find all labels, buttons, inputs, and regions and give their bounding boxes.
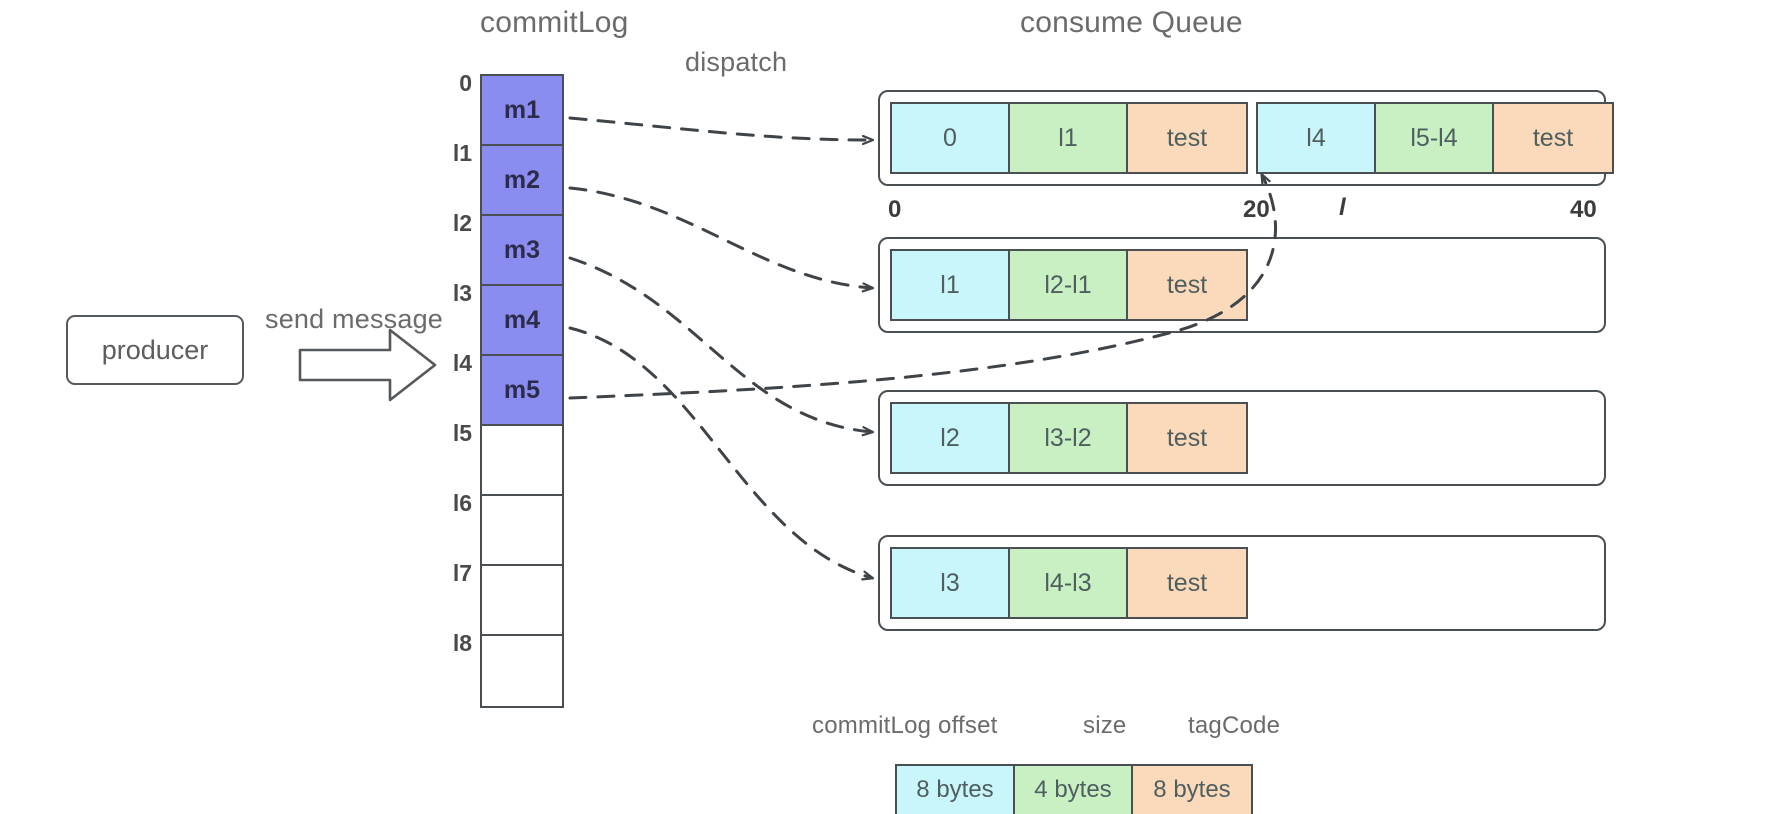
- commitlog-title: commitLog: [480, 6, 629, 39]
- consume-queue-3[interactable]: l3 l4-l3 test: [878, 535, 1606, 631]
- dispatch-arrow-m1: [568, 116, 872, 140]
- producer-label: producer: [101, 334, 209, 365]
- legend-cell-commitlog-offset: 8 bytes: [897, 766, 1015, 814]
- commitlog-column: m1 m2 m3 m4 m5: [480, 74, 564, 708]
- consume-queue-0[interactable]: 0 l1 test l4 l5-l4 test: [878, 90, 1614, 186]
- queue-2-g0-offset: l2: [892, 404, 1010, 472]
- commitlog-slot-empty-1[interactable]: [482, 426, 562, 496]
- commitlog-slot-empty-2[interactable]: [482, 496, 562, 566]
- commitlog-slot-m1[interactable]: m1: [482, 76, 562, 146]
- commitlog-offset-0: 0: [459, 70, 472, 96]
- queue-3-g0-offset: l3: [892, 549, 1010, 617]
- legend-strip: 8 bytes 4 bytes 8 bytes: [895, 764, 1253, 814]
- dispatch-label: dispatch: [685, 47, 788, 77]
- queue-1-g0-tag: test: [1128, 251, 1246, 319]
- legend-header-size: size: [1083, 712, 1127, 739]
- commitlog-slot-label: m3: [503, 235, 541, 264]
- producer-box[interactable]: producer: [66, 315, 244, 385]
- consume-queue-1[interactable]: l1 l2-l1 test: [878, 237, 1606, 333]
- queue-2-g0-tag: test: [1128, 404, 1246, 472]
- commitlog-slot-m4[interactable]: m4: [482, 286, 562, 356]
- queue-0-scale-0: 0: [888, 196, 902, 223]
- commitlog-offset-4: l4: [452, 350, 472, 376]
- send-message-arrow: [298, 328, 437, 402]
- legend-cell-size: 4 bytes: [1015, 766, 1133, 814]
- commitlog-slot-m3[interactable]: m3: [482, 216, 562, 286]
- commitlog-offset-5: l5: [452, 420, 472, 446]
- commitlog-slot-label: m4: [503, 305, 541, 334]
- commitlog-offset-3: l3: [452, 280, 472, 306]
- dispatch-arrow-m2: [568, 186, 872, 288]
- queue-3-group-0[interactable]: l3 l4-l3 test: [890, 547, 1248, 619]
- queue-1-group-0[interactable]: l1 l2-l1 test: [890, 249, 1248, 321]
- queue-0-g1-offset: l4: [1258, 104, 1376, 172]
- dispatch-arrow-m4: [568, 326, 872, 578]
- commitlog-offset-2: l2: [452, 210, 472, 236]
- queue-0-g0-offset: 0: [892, 104, 1010, 172]
- commitlog-slot-label: m1: [503, 95, 541, 124]
- commitlog-slot-empty-3[interactable]: [482, 566, 562, 636]
- queue-2-g0-size: l3-l2: [1010, 404, 1128, 472]
- commitlog-slot-label: m2: [503, 165, 541, 194]
- legend-header-tagcode: tagCode: [1188, 712, 1281, 739]
- queue-0-group-1[interactable]: l4 l5-l4 test: [1256, 102, 1614, 174]
- commitlog-slot-empty-4[interactable]: [482, 636, 562, 706]
- queue-0-g1-size: l5-l4: [1376, 104, 1494, 172]
- queue-1-g0-size: l2-l1: [1010, 251, 1128, 319]
- queue-0-scale-20: 20: [1243, 196, 1270, 223]
- legend-cell-tagcode: 8 bytes: [1133, 766, 1251, 814]
- queue-0-group-0[interactable]: 0 l1 test: [890, 102, 1248, 174]
- commitlog-offset-8: l8: [452, 630, 472, 656]
- queue-0-scale-40: 40: [1570, 196, 1597, 223]
- queue-0-pointer-tick: l: [1339, 194, 1346, 221]
- queue-3-g0-size: l4-l3: [1010, 549, 1128, 617]
- queue-3-g0-tag: test: [1128, 549, 1246, 617]
- commitlog-offset-7: l7: [452, 560, 472, 586]
- commitlog-offset-1: l1: [452, 140, 472, 166]
- send-message-label: send message: [265, 304, 444, 334]
- queue-0-g1-tag: test: [1494, 104, 1612, 172]
- consume-queue-title: consume Queue: [1020, 6, 1243, 39]
- dispatch-arrow-m3: [568, 256, 872, 432]
- commitlog-slot-m5[interactable]: m5: [482, 356, 562, 426]
- queue-2-group-0[interactable]: l2 l3-l2 test: [890, 402, 1248, 474]
- queue-0-g0-tag: test: [1128, 104, 1246, 172]
- commitlog-offset-6: l6: [452, 490, 472, 516]
- commitlog-slot-m2[interactable]: m2: [482, 146, 562, 216]
- queue-0-g0-size: l1: [1010, 104, 1128, 172]
- commitlog-slot-label: m5: [503, 375, 541, 404]
- legend-header-commitlog-offset: commitLog offset: [812, 712, 998, 739]
- consume-queue-2[interactable]: l2 l3-l2 test: [878, 390, 1606, 486]
- queue-1-g0-offset: l1: [892, 251, 1010, 319]
